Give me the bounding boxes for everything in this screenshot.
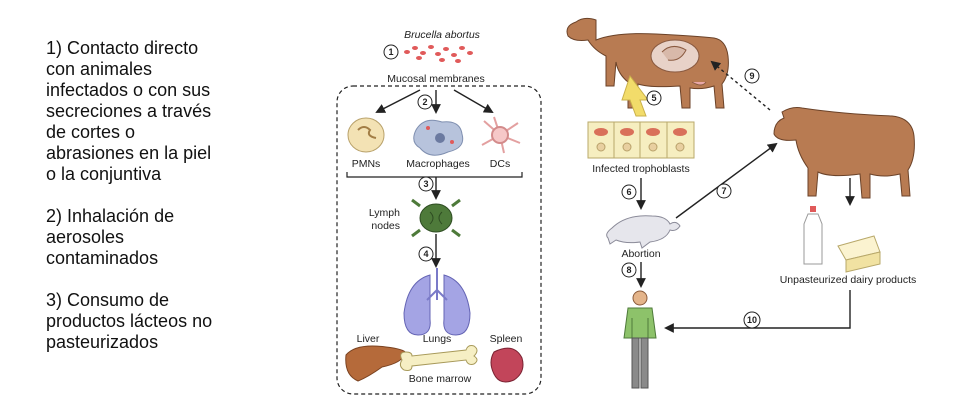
pmn-cell-icon [347, 117, 385, 153]
step-marker-6: 6 [621, 184, 637, 200]
note-direct-contact: 1) Contacto directo con animales infecta… [46, 38, 212, 184]
bone-marrow-label: Bone marrow [409, 373, 472, 385]
liver-icon [345, 345, 407, 382]
trophoblasts-label: Infected trophoblasts [592, 163, 689, 175]
svg-text:4: 4 [423, 249, 428, 259]
step-marker-5: 5 [646, 90, 662, 106]
arrow-to-pmns [375, 89, 421, 113]
svg-text:3: 3 [423, 179, 428, 189]
svg-text:8: 8 [626, 265, 631, 275]
aborted-fetus-icon [606, 215, 681, 249]
arrow-dairy-to-human [664, 290, 851, 333]
cell-bracket [346, 172, 523, 178]
lymph-label-line2: nodes [371, 220, 400, 232]
macrophage-cell-icon [413, 119, 464, 156]
step-marker-9: 9 [744, 68, 760, 84]
spleen-label: Spleen [490, 333, 523, 345]
cheese-icon [837, 235, 881, 273]
organism-label: Brucella abortus [404, 29, 481, 41]
svg-text:6: 6 [626, 187, 631, 197]
lungs-icon [403, 268, 471, 336]
step-marker-3: 3 [418, 176, 434, 192]
step-marker-4: 4 [418, 246, 434, 262]
note-dairy-consumption: 3) Consumo de productos lácteos no paste… [46, 290, 213, 352]
lymph-node-icon [411, 198, 461, 238]
step-marker-7: 7 [716, 183, 732, 199]
dendritic-cell-icon [481, 116, 521, 154]
arrow-abortion-to-cow [675, 142, 778, 219]
svg-text:1: 1 [388, 47, 393, 57]
pmns-label: PMNs [352, 158, 381, 170]
yellow-arrow-icon [621, 74, 649, 117]
infected-cow-icon [566, 17, 729, 109]
svg-text:2: 2 [422, 97, 427, 107]
lymph-label-line1: Lymph [369, 207, 400, 219]
human-icon [623, 290, 657, 389]
spleen-icon [490, 347, 524, 383]
step-marker-1: 1 [383, 44, 399, 60]
bone-icon [399, 345, 478, 371]
svg-text:9: 9 [749, 71, 754, 81]
dairy-label: Unpasteurized dairy products [780, 274, 917, 286]
step-marker-10: 10 [743, 311, 761, 329]
trophoblasts-icon [587, 121, 695, 159]
milk-bottle-icon [803, 206, 823, 265]
liver-label: Liver [357, 333, 380, 345]
note-inhalation: 2) Inhalación de aerosoles contaminados [46, 206, 175, 268]
arrow-to-dcs [453, 89, 494, 113]
dcs-label: DCs [490, 158, 510, 170]
abortion-label: Abortion [621, 248, 660, 260]
bacteria-cluster-icon [404, 45, 473, 63]
host-boundary [336, 85, 542, 395]
step-marker-2: 2 [417, 94, 433, 110]
lungs-label: Lungs [423, 333, 452, 345]
step-marker-8: 8 [621, 262, 637, 278]
macrophages-label: Macrophages [406, 158, 470, 170]
mucosal-membranes-label: Mucosal membranes [387, 73, 484, 85]
notes-panel: 1) Contacto directo con animales infecta… [46, 38, 286, 374]
second-cow-icon [773, 107, 915, 199]
svg-text:7: 7 [721, 186, 726, 196]
svg-text:10: 10 [747, 315, 757, 325]
svg-text:5: 5 [651, 93, 656, 103]
arrow-cow-to-cow-dashed [710, 60, 771, 111]
